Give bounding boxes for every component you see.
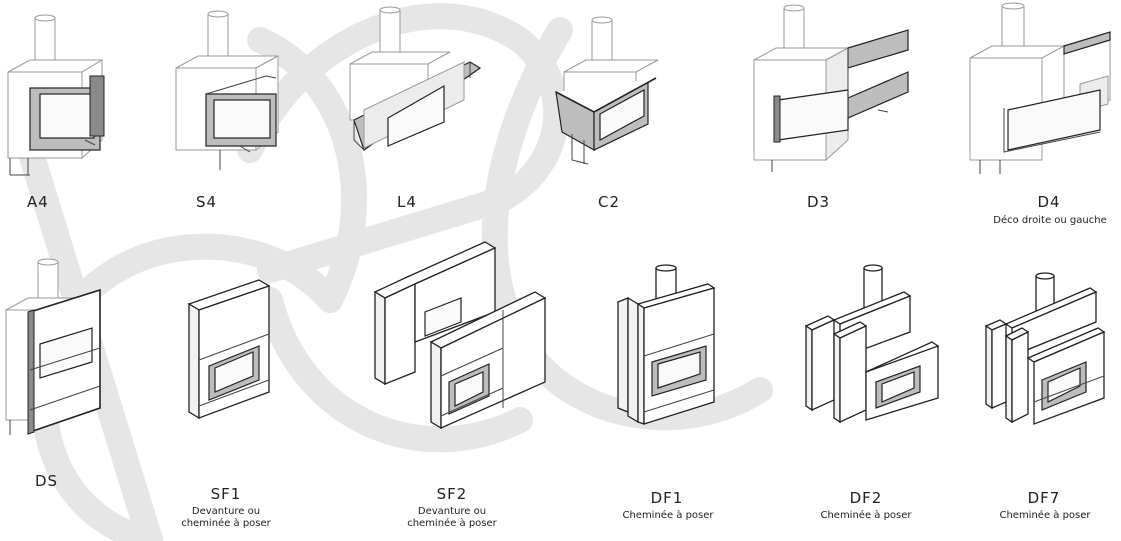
- model-df2-code: DF2: [849, 489, 883, 507]
- model-sf1-subtitle: Devanture ou cheminée à poser: [181, 506, 271, 529]
- model-l4-drawing: [349, 6, 482, 151]
- model-c2-drawing: [555, 16, 659, 165]
- model-d4-drawing: [969, 2, 1111, 174]
- model-sf2-drawing: [373, 241, 547, 430]
- model-sf1-code: SF1: [210, 485, 242, 503]
- model-df1-drawing: [617, 264, 716, 425]
- model-a4-drawing: [7, 14, 105, 176]
- model-ds-drawing: [5, 258, 101, 435]
- model-s4-code: S4: [196, 193, 218, 211]
- model-s4-drawing: [175, 10, 279, 170]
- model-d3-drawing: [753, 4, 909, 172]
- model-df7-subtitle: Cheminée à poser: [999, 510, 1091, 521]
- model-d4-code: D4: [1037, 193, 1061, 211]
- model-sf2-subtitle: Devanture ou cheminée à poser: [407, 506, 497, 529]
- model-sf2-code: SF2: [436, 485, 468, 503]
- model-df1-code: DF1: [650, 489, 684, 507]
- model-d4-subtitle: Déco droite ou gauche: [993, 215, 1107, 226]
- model-df7-code: DF7: [1027, 489, 1061, 507]
- model-c2-code: C2: [598, 193, 621, 211]
- model-a4-code: A4: [27, 193, 49, 211]
- model-df7-drawing: [984, 272, 1106, 425]
- model-ds-code: DS: [35, 472, 59, 490]
- model-df2-drawing: [804, 264, 940, 424]
- model-d3-code: D3: [807, 193, 831, 211]
- model-l4-code: L4: [397, 193, 417, 211]
- model-sf1-drawing: [187, 279, 271, 420]
- model-df2-subtitle: Cheminée à poser: [820, 510, 912, 521]
- model-df1-subtitle: Cheminée à poser: [622, 510, 714, 521]
